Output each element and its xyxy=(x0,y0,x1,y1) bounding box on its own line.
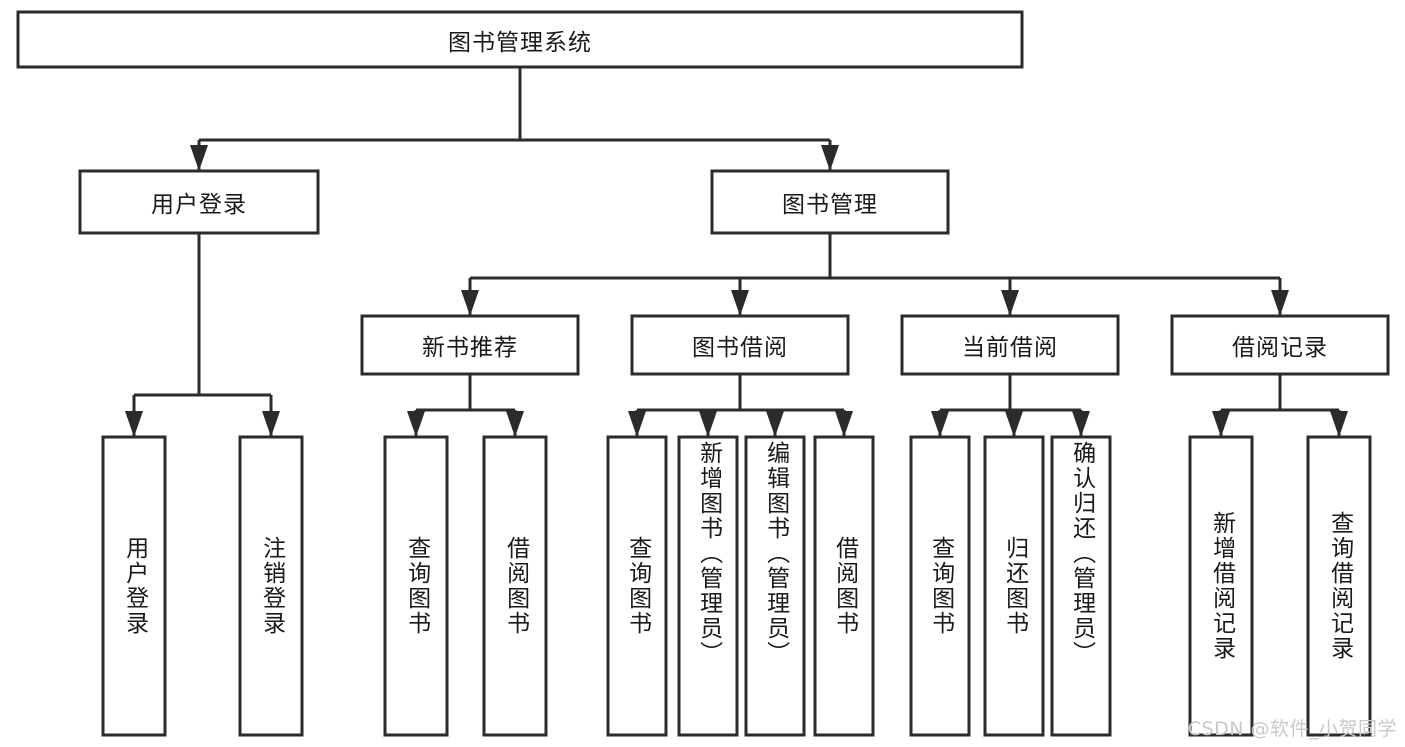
node-leaf-query-book-rec[interactable] xyxy=(383,435,449,737)
node-new-book-recommend[interactable] xyxy=(360,314,580,376)
boxes-layer xyxy=(16,10,1390,737)
conn-book-borrow-arrow-1 xyxy=(699,411,717,437)
node-leaf-borrow-book-brw[interactable] xyxy=(813,435,875,737)
node-borrow-record[interactable] xyxy=(1170,314,1390,376)
node-leaf-add-book[interactable] xyxy=(677,435,739,737)
watermark-text: CSDN @软件_小贺同学 xyxy=(1187,718,1397,740)
node-user-login[interactable] xyxy=(78,169,320,235)
conn-book-manage-arrow-2 xyxy=(1001,290,1019,316)
conn-borrow-record-arrow-0 xyxy=(1212,411,1230,437)
node-leaf-edit-book[interactable] xyxy=(744,435,806,737)
node-leaf-user-login[interactable] xyxy=(101,435,167,737)
conn-current-borrow-arrow-2 xyxy=(1072,411,1090,437)
conn-root-arrow-1 xyxy=(821,145,839,171)
node-current-borrow[interactable] xyxy=(900,314,1120,376)
conn-book-manage-arrow-0 xyxy=(461,290,479,316)
conn-user-login-arrow-0 xyxy=(125,411,143,437)
node-book-borrow[interactable] xyxy=(630,314,850,376)
node-leaf-query-book-brw[interactable] xyxy=(606,435,668,737)
conn-book-manage-arrow-1 xyxy=(731,290,749,316)
node-leaf-borrow-book-rec[interactable] xyxy=(482,435,548,737)
connectors-layer xyxy=(125,67,1348,437)
node-leaf-return-book[interactable] xyxy=(983,435,1045,737)
node-book-manage[interactable] xyxy=(710,169,950,235)
conn-root-arrow-0 xyxy=(190,145,208,171)
conn-book-borrow-arrow-2 xyxy=(766,411,784,437)
node-leaf-logout[interactable] xyxy=(238,435,304,737)
conn-borrow-record-arrow-1 xyxy=(1330,411,1348,437)
node-root[interactable] xyxy=(16,10,1024,69)
node-leaf-confirm-return[interactable] xyxy=(1050,435,1112,737)
node-leaf-add-record[interactable] xyxy=(1188,435,1254,737)
conn-new-book-recommend-arrow-1 xyxy=(506,411,524,437)
conn-book-manage-arrow-3 xyxy=(1271,290,1289,316)
conn-current-borrow-arrow-1 xyxy=(1005,411,1023,437)
node-leaf-query-book-cur[interactable] xyxy=(909,435,971,737)
conn-book-borrow-arrow-3 xyxy=(835,411,853,437)
conn-new-book-recommend-arrow-0 xyxy=(407,411,425,437)
conn-current-borrow-arrow-0 xyxy=(931,411,949,437)
node-leaf-query-record[interactable] xyxy=(1306,435,1372,737)
conn-book-borrow-arrow-0 xyxy=(628,411,646,437)
conn-user-login-arrow-1 xyxy=(262,411,280,437)
